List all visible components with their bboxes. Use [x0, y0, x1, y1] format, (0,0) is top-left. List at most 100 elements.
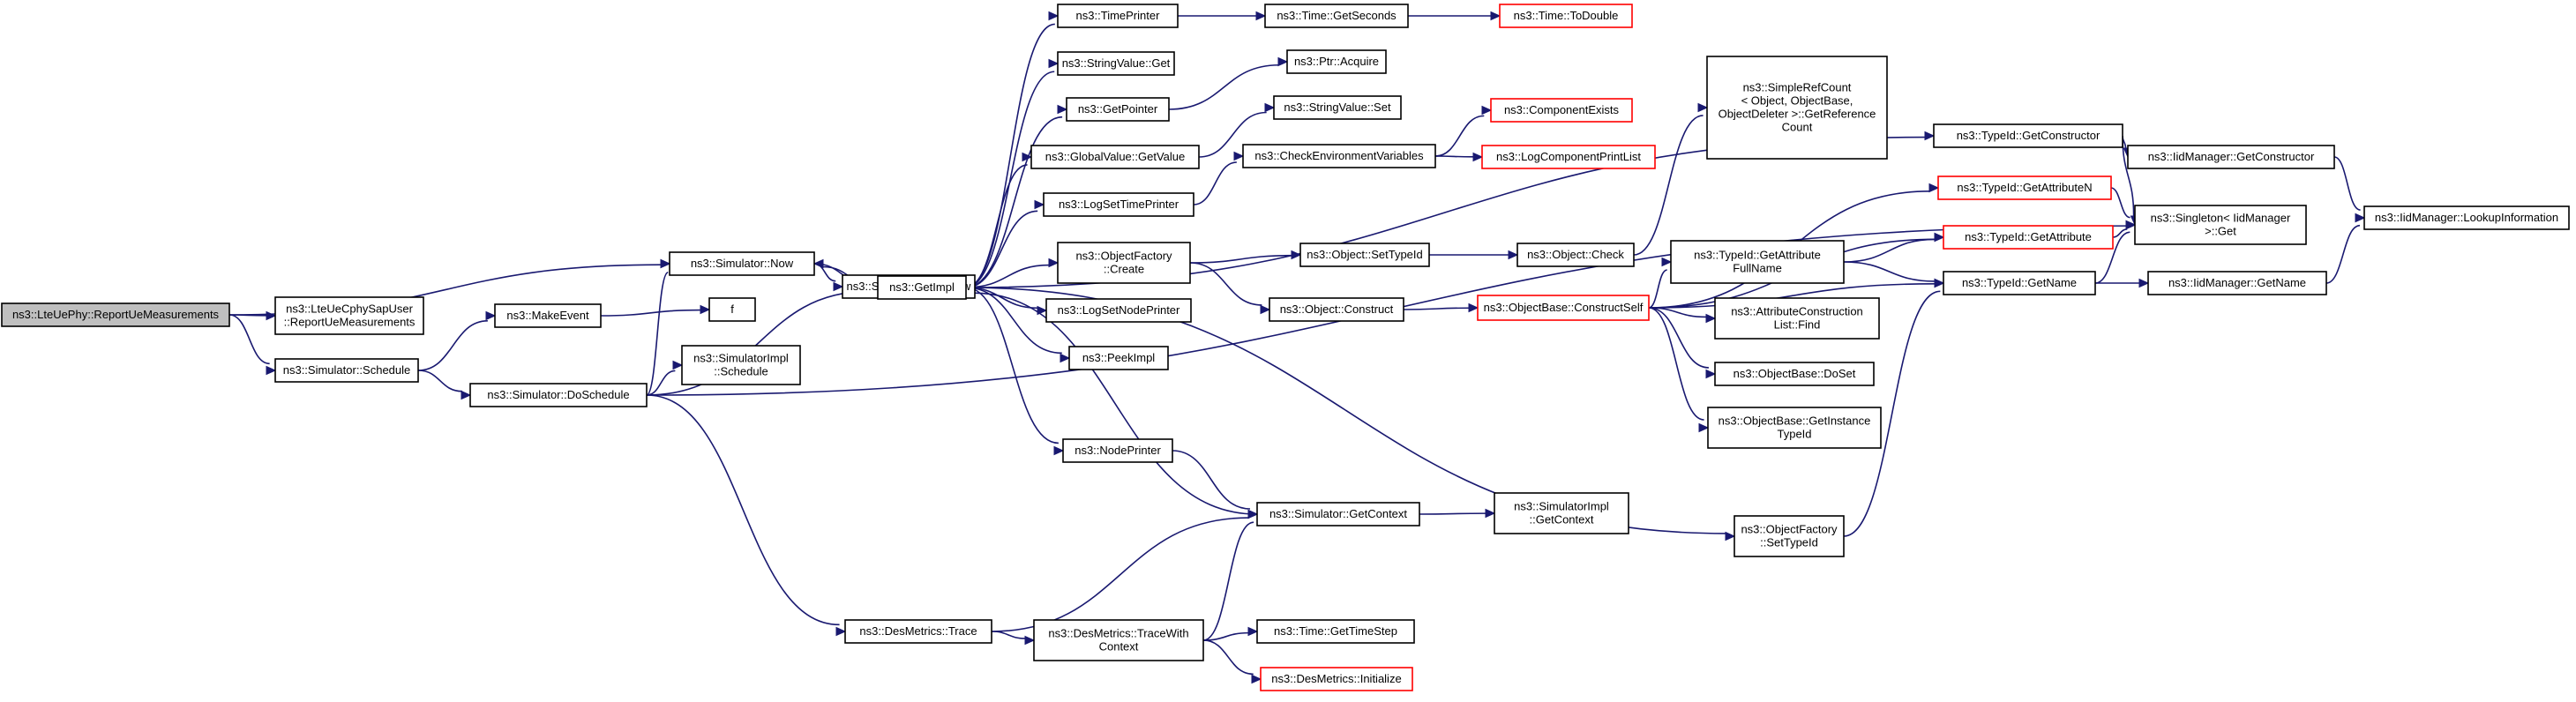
node-f[interactable]: f: [708, 297, 756, 322]
node-des-metrics-trace[interactable]: ns3::DesMetrics::Trace: [844, 619, 992, 644]
node-global-value-get-value[interactable]: ns3::GlobalValue::GetValue: [1030, 145, 1200, 169]
node-string-value-get-box: [1057, 51, 1175, 76]
node-iid-manager-lookup-information[interactable]: ns3::IidManager::LookupInformation: [2363, 205, 2570, 230]
node-type-id-get-constructor[interactable]: ns3::TypeId::GetConstructor: [1933, 123, 2123, 148]
arrowhead: [461, 390, 472, 400]
node-simulator-do-schedule-label: ns3::Simulator::DoSchedule: [487, 388, 629, 401]
node-simulator-get-context[interactable]: ns3::Simulator::GetContext: [1256, 502, 1420, 526]
node-peek-impl-box: [1068, 346, 1169, 370]
node-type-id-get-name[interactable]: ns3::TypeId::GetName: [1943, 271, 2096, 295]
node-time-printer-label: ns3::TimePrinter: [1076, 9, 1161, 22]
node-ptr-acquire[interactable]: ns3::Ptr::Acquire: [1286, 49, 1387, 74]
node-log-component-print-list[interactable]: ns3::LogComponentPrintList: [1481, 145, 1656, 169]
node-simulator-schedule[interactable]: ns3::Simulator::Schedule: [274, 358, 419, 383]
node-singleton-iid-manager-get[interactable]: ns3::Singleton< IidManager>::Get: [2134, 205, 2307, 245]
arrowhead: [1468, 302, 1479, 313]
arrowhead: [1705, 369, 1717, 379]
node-make-event[interactable]: ns3::MakeEvent: [494, 303, 602, 328]
node-check-environment-variables-box: [1242, 144, 1436, 168]
arrowhead: [1024, 635, 1036, 646]
node-object-factory-set-type-id-box: [1734, 515, 1845, 557]
node-get-impl[interactable]: ns3::GetImpl: [877, 275, 967, 300]
node-simulator-impl-get-context[interactable]: ns3::SimulatorImpl::GetContext: [1494, 492, 1629, 534]
node-get-pointer[interactable]: ns3::GetPointer: [1066, 97, 1170, 122]
node-log-set-time-printer[interactable]: ns3::LogSetTimePrinter: [1043, 192, 1194, 217]
edge-type-id-get-attribute-to-singleton-iid-manager-get: [2112, 228, 2128, 238]
node-string-value-get[interactable]: ns3::StringValue::Get: [1057, 51, 1175, 76]
edge-object-base-construct-self-to-object-base-do-set: [1648, 307, 1709, 369]
arrowhead: [672, 360, 684, 370]
node-object-base-get-instance-type-id-label: ns3::ObjectBase::GetInstance: [1719, 414, 1871, 428]
node-object-set-type-id[interactable]: ns3::Object::SetTypeId: [1299, 243, 1430, 267]
node-object-base-do-set[interactable]: ns3::ObjectBase::DoSet: [1714, 362, 1875, 386]
edge-get-impl-to-peek-impl: [965, 287, 1062, 355]
node-iid-manager-get-name[interactable]: ns3::IidManager::GetName: [2147, 271, 2327, 295]
edge-type-id-get-attribute-n-to-singleton-iid-manager-get: [2110, 187, 2130, 219]
node-time-get-time-step[interactable]: ns3::Time::GetTimeStep: [1256, 619, 1415, 644]
node-simulator-now[interactable]: ns3::Simulator::Now: [669, 251, 815, 276]
edge-object-base-construct-self-to-type-id-get-attribute-full-name: [1648, 269, 1668, 309]
edge-des-metrics-trace-to-simulator-get-context: [991, 517, 1249, 632]
node-f-box: [708, 297, 756, 322]
node-string-value-set[interactable]: ns3::StringValue::Set: [1273, 95, 1402, 120]
node-peek-impl[interactable]: ns3::PeekImpl: [1068, 346, 1169, 370]
arrowhead: [833, 281, 844, 292]
node-time-to-double[interactable]: ns3::Time::ToDouble: [1499, 4, 1633, 28]
edge-simulator-schedule-to-make-event: [417, 320, 488, 371]
node-simulator-do-schedule-box: [469, 383, 648, 407]
node-simulator-impl-get-context-label: ns3::SimulatorImpl: [1514, 500, 1609, 513]
node-type-id-get-name-label: ns3::TypeId::GetName: [1962, 276, 2077, 289]
node-object-set-type-id-label: ns3::Object::SetTypeId: [1307, 248, 1423, 261]
node-object-factory-create-label: ns3::ObjectFactory: [1075, 250, 1172, 263]
node-object-construct[interactable]: ns3::Object::Construct: [1269, 297, 1404, 322]
node-simulator-do-schedule[interactable]: ns3::Simulator::DoSchedule: [469, 383, 648, 407]
arrowhead: [1934, 232, 1945, 243]
node-f-label: f: [730, 302, 734, 316]
node-simulator-impl-schedule[interactable]: ns3::SimulatorImpl::Schedule: [681, 345, 801, 385]
node-object-base-construct-self[interactable]: ns3::ObjectBase::ConstructSelf: [1477, 295, 1650, 321]
node-type-id-get-attribute-n[interactable]: ns3::TypeId::GetAttributeN: [1937, 176, 2112, 200]
arrowhead: [1057, 104, 1068, 115]
node-object-factory-set-type-id[interactable]: ns3::ObjectFactory::SetTypeId: [1734, 515, 1845, 557]
node-time-get-seconds[interactable]: ns3::Time::GetSeconds: [1264, 4, 1409, 28]
node-simulator-get-context-box: [1256, 502, 1420, 526]
node-object-check[interactable]: ns3::Object::Check: [1516, 243, 1635, 267]
arrowhead: [1060, 353, 1071, 363]
node-des-metrics-initialize[interactable]: ns3::DesMetrics::Initialize: [1260, 667, 1413, 691]
arrowhead: [1264, 102, 1276, 113]
edge-des-metrics-trace-with-context-to-time-get-time-step: [1202, 631, 1249, 641]
node-simulator-impl-schedule-box: [681, 345, 801, 385]
node-object-base-get-instance-type-id-box: [1707, 407, 1882, 449]
node-attribute-construction-list-find-label: ns3::AttributeConstruction: [1731, 305, 1863, 318]
node-type-id-get-attribute[interactable]: ns3::TypeId::GetAttribute: [1943, 225, 2114, 250]
node-iid-manager-get-constructor[interactable]: ns3::IidManager::GetConstructor: [2127, 145, 2335, 169]
node-des-metrics-trace-with-context-box: [1033, 619, 1204, 661]
node-component-exists[interactable]: ns3::ComponentExists: [1490, 98, 1633, 123]
node-get-impl-box: [877, 275, 967, 300]
node-log-set-node-printer[interactable]: ns3::LogSetNodePrinter: [1045, 298, 1192, 323]
arrowhead: [1247, 626, 1259, 637]
node-object-construct-box: [1269, 297, 1404, 322]
node-simple-ref-count-get-reference-count[interactable]: ns3::SimpleRefCount< Object, ObjectBase,…: [1706, 56, 1888, 160]
arrowhead: [266, 310, 277, 321]
node-ue-cphy-sap-report[interactable]: ns3::LteUeCphySapUser::ReportUeMeasureme…: [274, 296, 424, 335]
node-time-get-time-step-label: ns3::Time::GetTimeStep: [1274, 624, 1397, 638]
node-object-factory-create[interactable]: ns3::ObjectFactory::Create: [1057, 242, 1191, 284]
arrowhead: [1485, 508, 1496, 519]
node-attribute-construction-list-find-box: [1714, 297, 1880, 340]
arrowhead: [2138, 278, 2150, 288]
arrowhead: [2125, 220, 2137, 230]
node-node-printer[interactable]: ns3::NodePrinter: [1062, 438, 1173, 463]
node-node-printer-label: ns3::NodePrinter: [1075, 444, 1161, 457]
node-report-ue-measurements[interactable]: ns3::LteUePhy::ReportUeMeasurements: [1, 302, 230, 327]
node-check-environment-variables[interactable]: ns3::CheckEnvironmentVariables: [1242, 144, 1436, 168]
node-log-set-node-printer-box: [1045, 298, 1192, 323]
edge-get-impl-to-string-value-get: [965, 71, 1055, 288]
edge-simulator-get-context-to-simulator-impl-get-context: [1419, 512, 1486, 515]
node-time-printer[interactable]: ns3::TimePrinter: [1057, 4, 1179, 28]
